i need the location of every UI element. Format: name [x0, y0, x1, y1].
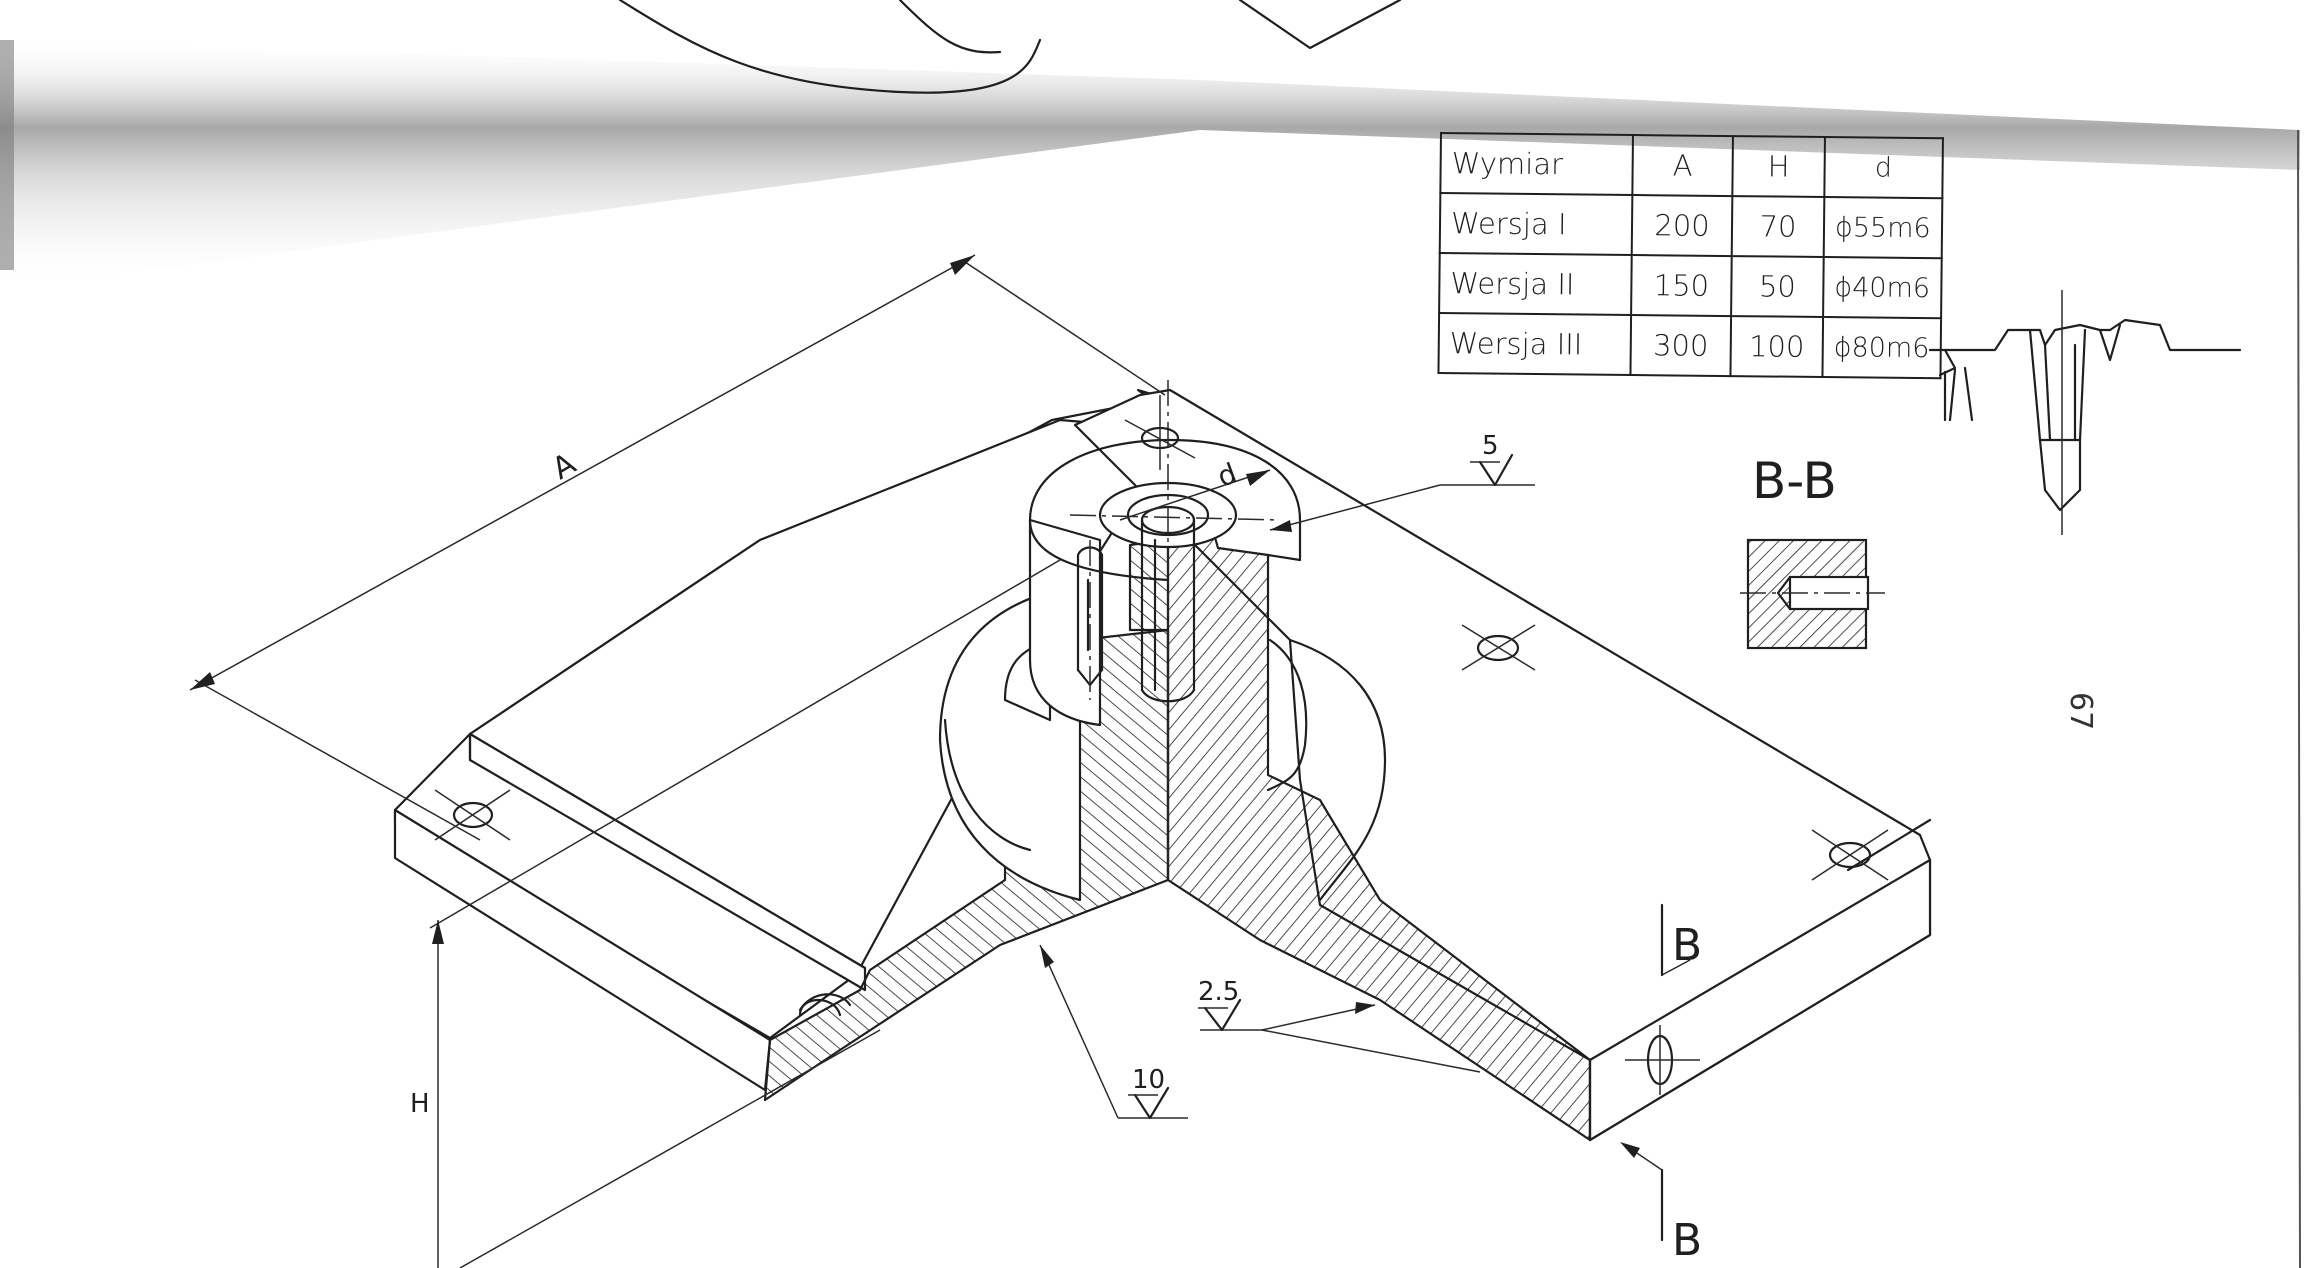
- previous-figure-fragment: [618, 0, 1402, 94]
- section-title: B-B: [1752, 452, 1837, 510]
- hole-left: [434, 789, 511, 841]
- section-mark-top: B: [1660, 903, 1702, 977]
- table-cell: 50: [1731, 256, 1824, 318]
- dimension-table: Wymiar A H d Wersja I 200 70 ϕ55m6 Wersj…: [1437, 132, 1943, 379]
- dimension-A: A: [189, 254, 1166, 841]
- table-cell: Wersja I: [1439, 193, 1633, 256]
- dimension-H-label: H: [410, 1089, 430, 1119]
- table-cell: ϕ40m6: [1823, 257, 1942, 319]
- dimension-d: d: [1119, 456, 1271, 521]
- section-mark-bottom-label: B: [1672, 1215, 1702, 1266]
- table-cell: 200: [1631, 195, 1733, 257]
- scan-shadow-band: [0, 40, 2301, 1268]
- hole-left-edge: [798, 999, 842, 1017]
- hole-right-mid: [1461, 624, 1536, 671]
- section-detail-bb: B-B: [1740, 452, 1885, 650]
- surface-finish-middle-value: 2.5: [1198, 977, 1239, 1007]
- page-number: 67: [2063, 692, 2098, 731]
- surface-finish-bottom-value: 10: [1132, 1065, 1165, 1095]
- surface-finish-top: 5: [1269, 431, 1535, 532]
- header-cell: Wymiar: [1440, 133, 1633, 196]
- dimension-A-label: A: [547, 446, 583, 487]
- axis-lines: [1069, 380, 1281, 880]
- table-cell: ϕ55m6: [1823, 197, 1942, 259]
- table-cell: ϕ80m6: [1822, 317, 1941, 379]
- header-cell: H: [1732, 136, 1825, 198]
- surface-finish-top-value: 5: [1482, 431, 1499, 461]
- table-row: Wersja I 200 70 ϕ55m6: [1439, 193, 1942, 259]
- base-plate: [393, 388, 1932, 1142]
- table-cell: Wersja II: [1439, 253, 1632, 316]
- table-row: Wersja III 300 100 ϕ80m6: [1438, 313, 1941, 379]
- header-cell: A: [1632, 135, 1733, 197]
- side-sketch: [1928, 290, 2242, 535]
- section-mark-top-label: B: [1672, 920, 1702, 971]
- table-header-row: Wymiar A H d: [1440, 133, 1943, 199]
- dimension-H: H: [410, 559, 1061, 1268]
- table-cell: 70: [1731, 196, 1825, 258]
- header-cell: d: [1824, 137, 1943, 199]
- table-cell: 300: [1630, 315, 1732, 377]
- mounting-holes: [434, 395, 1889, 1095]
- surface-finish-middle: 2.5: [1198, 977, 1481, 1073]
- table-cell: 150: [1631, 255, 1732, 317]
- hole-front-end: [1625, 1025, 1700, 1095]
- hole-top: [1124, 395, 1196, 470]
- section-mark-bottom: B: [1620, 1142, 1702, 1266]
- surface-finish-bottom: 10: [1039, 944, 1188, 1120]
- table-row: Wersja II 150 50 ϕ40m6: [1439, 253, 1942, 319]
- table-cell: 100: [1730, 316, 1824, 378]
- table-cell: Wersja III: [1438, 313, 1632, 376]
- hole-right-end: [1811, 829, 1889, 881]
